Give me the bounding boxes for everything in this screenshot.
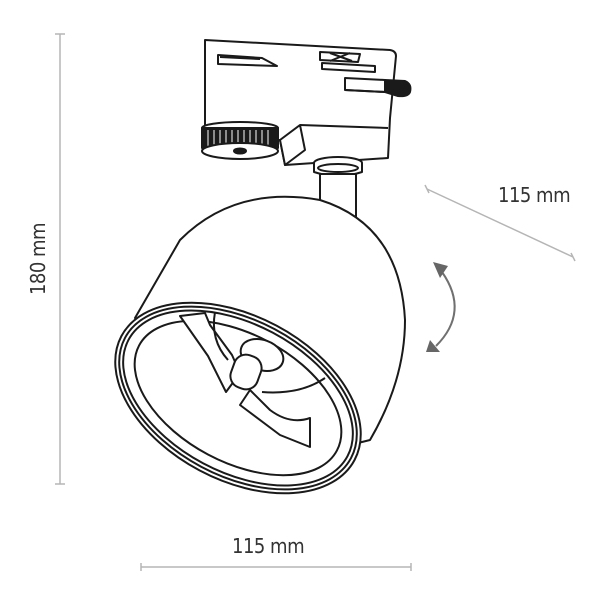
depth-dimension-line	[424, 184, 576, 262]
height-dimension-label: 180 mm	[26, 222, 50, 296]
depth-dimension-label: 115 mm	[498, 183, 571, 207]
width-dimension-label: 115 mm	[232, 534, 305, 558]
tilt-rotation-arrow-icon	[426, 262, 456, 352]
spotlight-head	[114, 195, 406, 495]
track-adapter	[201, 39, 412, 177]
width-dimension-line	[140, 563, 412, 571]
height-dimension-line	[55, 33, 65, 485]
